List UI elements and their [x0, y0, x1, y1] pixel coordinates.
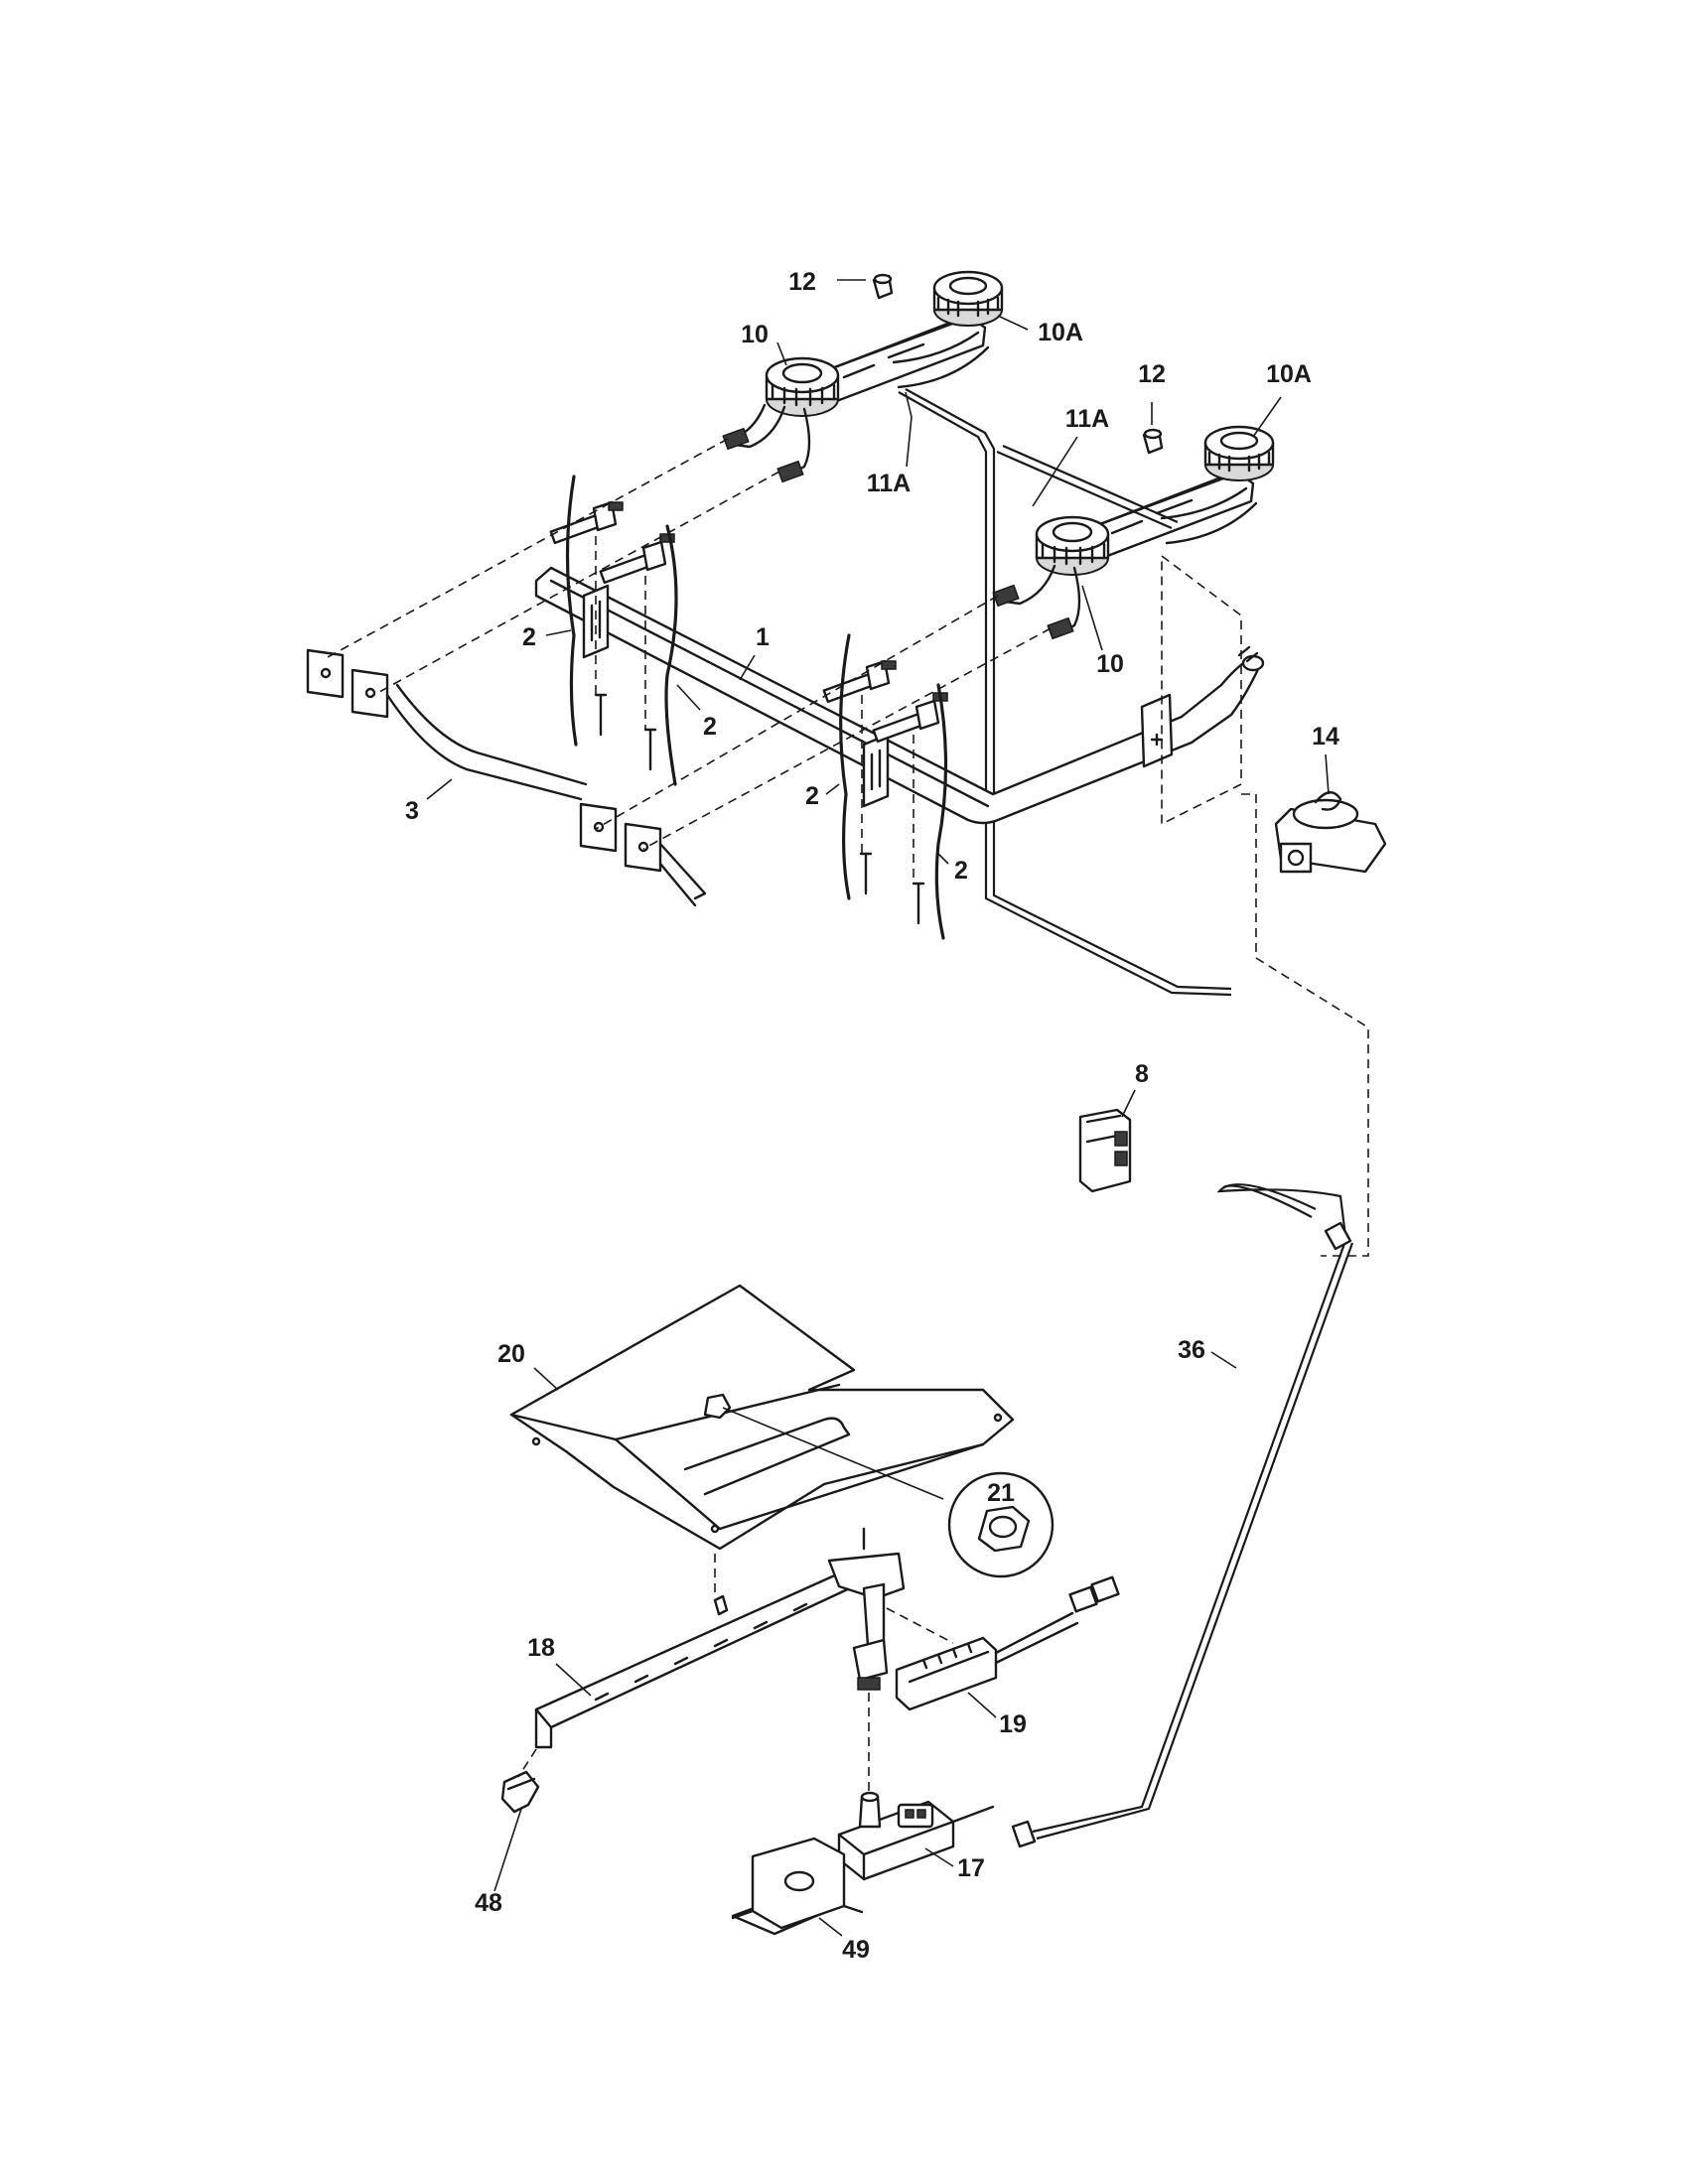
- oven-burner-18: [534, 1527, 906, 1749]
- callout-10-right: 10: [1096, 650, 1124, 678]
- ignition-wires-2: [565, 475, 948, 940]
- callout-18: 18: [527, 1634, 555, 1662]
- upper-alignment-dashes: [327, 438, 1369, 1257]
- callout-48: 48: [475, 1889, 502, 1917]
- callout-10a-left: 10A: [1038, 319, 1083, 346]
- spark-module-8: [1078, 1108, 1132, 1193]
- callout-labels: 12 10A 10 11A 11A 12 10A 10 1 2 2 2 2 3 …: [405, 268, 1339, 1964]
- burner-clip-48: [500, 1770, 540, 1814]
- burner-head-10a-right: [1203, 425, 1275, 481]
- pressure-regulator-14: [1274, 791, 1387, 874]
- valve-left-front: [549, 500, 624, 545]
- oven-igniter-19: [895, 1575, 1120, 1711]
- callout-3: 3: [405, 797, 419, 825]
- leader-lines: [426, 279, 1330, 1937]
- burner-head-10-left: [765, 356, 840, 417]
- callout-21: 21: [987, 1479, 1015, 1507]
- callout-10-left: 10: [741, 321, 769, 348]
- orifice-fittings-left: [722, 427, 804, 483]
- callout-49: 49: [842, 1936, 870, 1964]
- valve-bracket-49: [731, 1837, 864, 1936]
- callout-19: 19: [999, 1710, 1027, 1738]
- right-burner-assembly: [992, 425, 1275, 640]
- valve-right-front: [822, 659, 897, 704]
- valve-screws: [594, 693, 925, 925]
- callout-12-left: 12: [788, 268, 816, 296]
- callout-12-right: 12: [1138, 360, 1166, 388]
- spark-clip-12-right: [1142, 428, 1164, 455]
- lower-alignment-dashes: [517, 1554, 954, 1792]
- valve-right-back: [872, 692, 948, 744]
- callout-11a-left: 11A: [867, 470, 911, 497]
- callout-2-b: 2: [703, 713, 717, 741]
- safety-valve-17: [837, 1791, 995, 1881]
- nut-21: [703, 1393, 1055, 1578]
- valve-brackets: [582, 584, 890, 808]
- callout-2-a: 2: [522, 623, 536, 651]
- manifold-pipe-1: [534, 566, 1265, 825]
- callout-2-d: 2: [954, 857, 968, 885]
- tubes-11a: [898, 388, 1232, 997]
- burner-baffle-20: [509, 1284, 1015, 1551]
- burner-head-10-right: [1035, 515, 1110, 576]
- orifice-fittings-right: [992, 584, 1074, 640]
- callout-20: 20: [497, 1340, 525, 1368]
- callout-8: 8: [1135, 1060, 1149, 1088]
- spark-clip-12-left: [872, 273, 894, 300]
- callout-17: 17: [957, 1854, 985, 1882]
- manifold-bracket-3: [306, 648, 707, 907]
- oven-supply-tube-36: [1011, 1183, 1354, 1848]
- callout-11a-right: 11A: [1065, 405, 1109, 433]
- burner-head-10a-left: [932, 270, 1004, 327]
- callout-36: 36: [1178, 1336, 1205, 1364]
- left-burner-assembly: [722, 270, 1004, 483]
- callout-14: 14: [1312, 723, 1339, 751]
- callout-2-c: 2: [805, 782, 819, 810]
- valve-left-back: [599, 533, 675, 585]
- callout-1: 1: [756, 623, 770, 651]
- callout-10a-right: 10A: [1266, 360, 1312, 388]
